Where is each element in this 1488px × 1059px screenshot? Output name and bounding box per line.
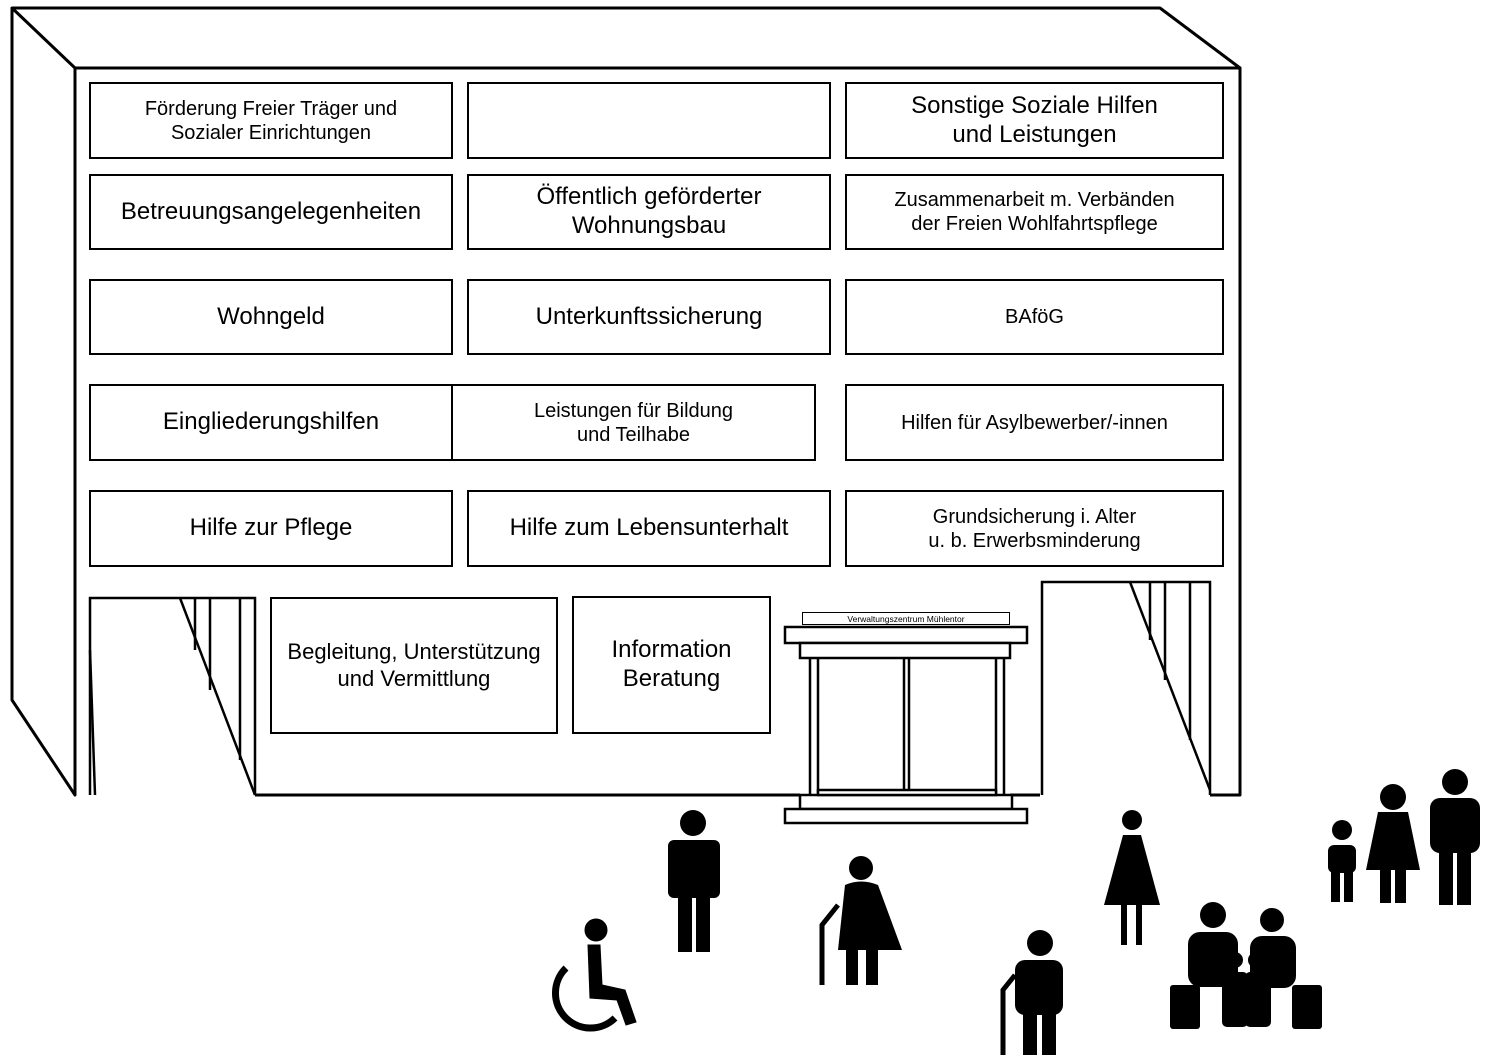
- building-facade: [75, 66, 1242, 797]
- box-foerderung-freier-traeger: Förderung Freier Träger und Sozialer Ein…: [89, 82, 453, 159]
- box-label: Begleitung, Unterstützung und Vermittlun…: [287, 639, 541, 691]
- left-doorway: [88, 596, 257, 796]
- box-sonstige-soziale-hilfen: Sonstige Soziale Hilfen und Leistungen: [845, 82, 1224, 159]
- box-label: Hilfen für Asylbewerber/-innen: [901, 411, 1168, 434]
- man-icon: [668, 810, 720, 952]
- box-bildung-und-teilhabe: Leistungen für Bildung und Teilhabe: [451, 384, 816, 461]
- box-label: Eingliederungshilfen: [162, 408, 380, 436]
- box-label: Betreuungsangelegenheiten: [120, 197, 422, 225]
- box-label: Wohngeld: [217, 302, 325, 330]
- wheelchair-user-icon: [552, 918, 637, 1032]
- box-label: Information Beratung: [611, 636, 732, 692]
- family-icon: [1328, 769, 1480, 905]
- box-bafoeg: BAföG: [845, 279, 1224, 355]
- box-zusammenarbeit-verbaende: Zusammenarbeit m. Verbänden der Freien W…: [845, 174, 1224, 250]
- box-label: Leistungen für Bildung und Teilhabe: [533, 399, 734, 446]
- box-hilfe-zur-pflege: Hilfe zur Pflege: [89, 490, 453, 567]
- box-begleitung-unterstuetzung: Begleitung, Unterstützung und Vermittlun…: [270, 597, 558, 734]
- box-empty: [467, 82, 831, 159]
- entrance-sign: Verwaltungszentrum Mühlentor: [802, 612, 1010, 625]
- box-unterkunftssicherung: Unterkunftssicherung: [467, 279, 831, 355]
- box-betreuungsangelegenheiten: Betreuungsangelegenheiten: [89, 174, 453, 250]
- box-label: BAföG: [1005, 306, 1064, 328]
- box-label: Hilfe zum Lebensunterhalt: [509, 514, 789, 542]
- right-doorway: [1040, 580, 1212, 795]
- box-label: Grundsicherung i. Alter u. b. Erwerbsmin…: [928, 505, 1141, 552]
- box-label: Unterkunftssicherung: [535, 302, 763, 330]
- family-with-luggage-icon: [1170, 902, 1322, 1029]
- box-label: Hilfe zur Pflege: [189, 514, 353, 542]
- building-roof: [10, 6, 1242, 70]
- box-asylbewerber: Hilfen für Asylbewerber/-innen: [845, 384, 1224, 461]
- building-left-wall: [10, 8, 77, 797]
- woman-icon: [1104, 810, 1160, 945]
- main-entrance: [783, 625, 1029, 825]
- box-wohngeld: Wohngeld: [89, 279, 453, 355]
- box-label: Öffentlich geförderter Wohnungsbau: [536, 183, 762, 239]
- box-wohnungsbau: Öffentlich geförderter Wohnungsbau: [467, 174, 831, 250]
- elderly-man-icon: [1000, 930, 1063, 1055]
- box-information-beratung: Information Beratung: [572, 596, 771, 734]
- box-label: Zusammenarbeit m. Verbänden der Freien W…: [894, 189, 1175, 235]
- box-eingliederungshilfen: Eingliederungshilfen: [89, 384, 453, 461]
- elderly-woman-icon: [819, 856, 902, 985]
- box-label: Förderung Freier Träger und Sozialer Ein…: [144, 97, 398, 144]
- box-label: Sonstige Soziale Hilfen und Leistungen: [911, 91, 1158, 148]
- box-lebensunterhalt: Hilfe zum Lebensunterhalt: [467, 490, 831, 567]
- box-grundsicherung: Grundsicherung i. Alter u. b. Erwerbsmin…: [845, 490, 1224, 567]
